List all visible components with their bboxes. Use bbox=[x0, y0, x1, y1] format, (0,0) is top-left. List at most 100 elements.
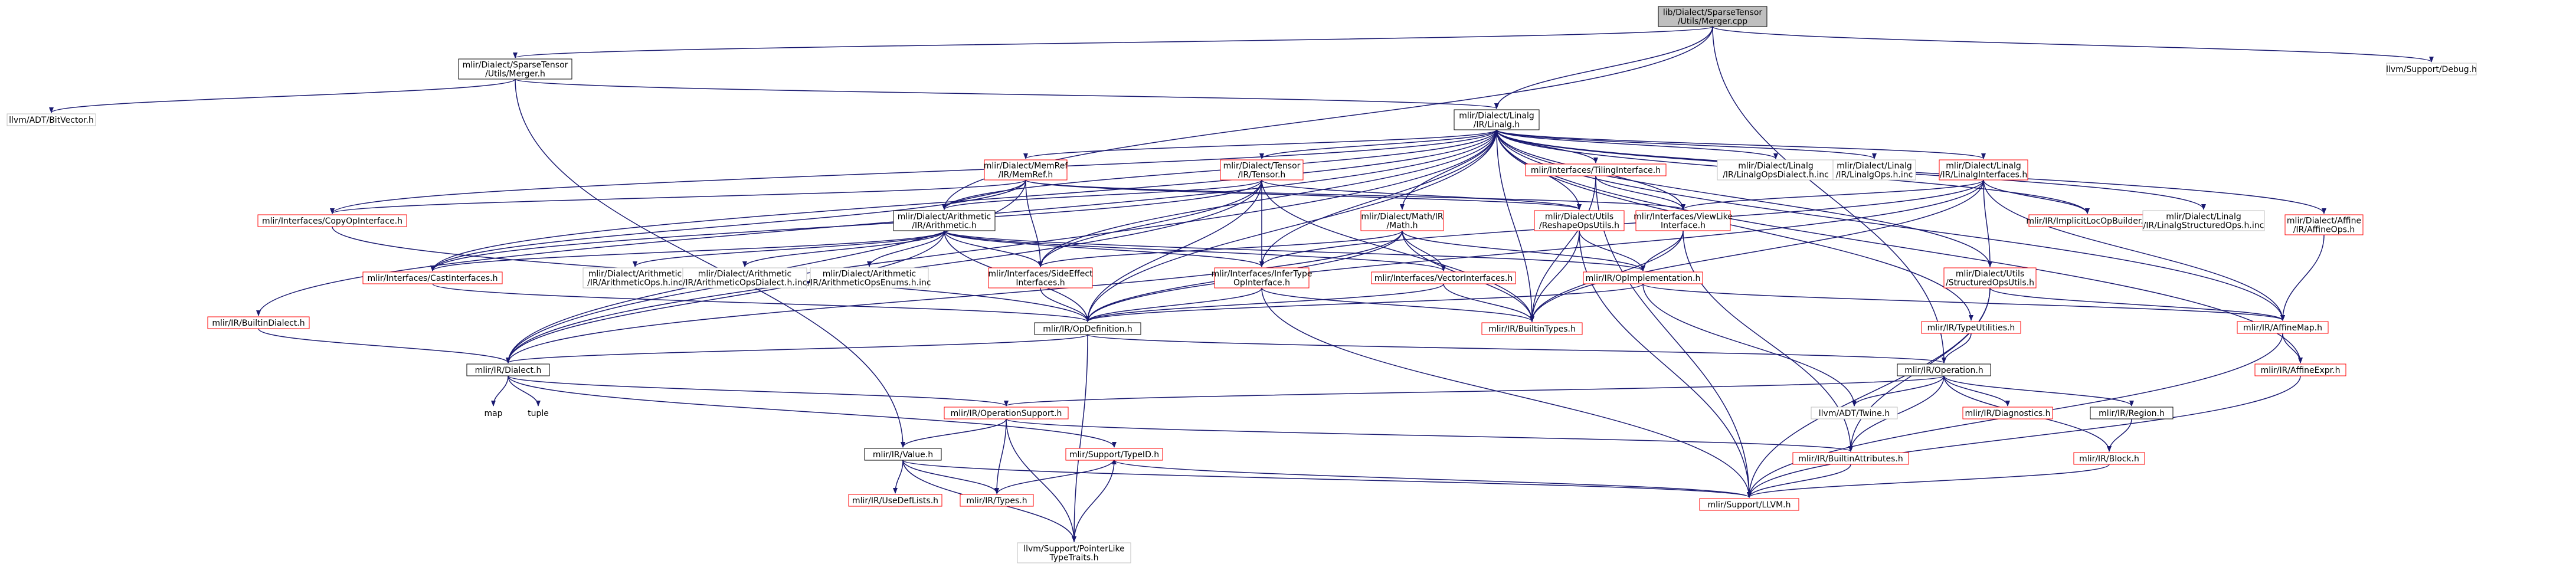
node-mathir[interactable]: mlir/Dialect/Math/IR/Math.h bbox=[1360, 210, 1444, 231]
node-copyop[interactable]: mlir/Interfaces/CopyOpInterface.h bbox=[257, 214, 407, 227]
edge-typeutils-to-operation_h bbox=[1942, 333, 1972, 363]
edge-linalginterfaces-to-structuredutils bbox=[1983, 179, 1992, 267]
edge-value_h-to-supportllvm bbox=[902, 460, 1752, 498]
node-label: mlir/Dialect/Linalg bbox=[1837, 162, 1911, 171]
edge-memref_h-to-viewlike bbox=[1025, 179, 1685, 210]
edge-linalg_h-to-copyop bbox=[330, 129, 1497, 214]
edge-typeid-to-pointerlike bbox=[1072, 460, 1115, 542]
node-box bbox=[960, 494, 1034, 507]
node-operation_h[interactable]: mlir/IR/Operation.h bbox=[1897, 363, 1991, 376]
node-builtintypes[interactable]: mlir/IR/BuiltinTypes.h bbox=[1481, 322, 1583, 335]
node-label: mlir/Interfaces/SideEffect bbox=[988, 270, 1093, 279]
edge-dialect_h-to-opsupport bbox=[508, 375, 1009, 407]
edge-linalg_h-to-linalgops_inc bbox=[1496, 129, 1877, 159]
edge-affinemap-to-affineexpr bbox=[2282, 333, 2303, 363]
edge-dialect_h-to-map bbox=[491, 375, 509, 407]
node-memref_h[interactable]: mlir/Dialect/MemRef/IR/MemRef.h bbox=[984, 159, 1069, 181]
node-reshapeutils[interactable]: mlir/Dialect/Utils/ReshapeOpsUtils.h bbox=[1534, 210, 1625, 231]
edge-operation_h-to-diagnostics bbox=[1943, 375, 2010, 407]
node-typeutils[interactable]: mlir/IR/TypeUtilities.h bbox=[1921, 321, 2021, 334]
node-label: llvm/ADT/BitVector.h bbox=[9, 116, 94, 125]
edge-mathir-to-vectorif bbox=[1402, 230, 1446, 271]
edge-value_h-to-types_h bbox=[902, 460, 999, 494]
node-types_h[interactable]: mlir/IR/Types.h bbox=[960, 494, 1034, 507]
node-label: /IR/LinalgStructuredOps.h.inc bbox=[2143, 221, 2264, 231]
node-box bbox=[1481, 322, 1583, 335]
node-affineexpr[interactable]: mlir/IR/AffineExpr.h bbox=[2254, 363, 2346, 376]
node-region[interactable]: mlir/IR/Region.h bbox=[2090, 407, 2174, 419]
node-box bbox=[864, 448, 942, 461]
edge-tiling_h-to-supportllvm bbox=[1595, 175, 1752, 498]
node-diagnostics[interactable]: mlir/IR/Diagnostics.h bbox=[1962, 407, 2053, 419]
edge-tensor_h-to-sideeffect bbox=[1038, 179, 1262, 267]
edge-arith_h-to-dialect_h bbox=[506, 230, 945, 363]
edge-arith_h-to-arithopsdialect_inc bbox=[742, 230, 945, 267]
edge-opdef-to-pointerlike bbox=[1072, 334, 1088, 542]
node-structuredutils[interactable]: mlir/Dialect/Utils/StructuredOpsUtils.h bbox=[1943, 267, 2037, 289]
edge-linalginterfaces-to-affinemap bbox=[1983, 179, 2285, 321]
edge-tiling_h-to-viewlike bbox=[1595, 175, 1685, 210]
edge-arith_h-to-vectorif bbox=[944, 230, 1446, 271]
edge-opimpl-to-affinemap bbox=[1642, 283, 2285, 321]
node-vectorif[interactable]: mlir/Interfaces/VectorInterfaces.h bbox=[1371, 271, 1516, 284]
node-label: mlir/IR/AffineExpr.h bbox=[2261, 366, 2341, 375]
node-label: mlir/Dialect/Arithmetic bbox=[698, 270, 791, 279]
node-castif[interactable]: mlir/Interfaces/CastInterfaces.h bbox=[362, 271, 503, 284]
node-dialect_h[interactable]: mlir/IR/Dialect.h bbox=[466, 363, 550, 376]
node-box bbox=[2386, 63, 2477, 76]
node-box bbox=[1811, 407, 1898, 419]
node-box bbox=[682, 267, 807, 289]
node-arith_h[interactable]: mlir/Dialect/Arithmetic/IR/Arithmetic.h bbox=[893, 210, 996, 231]
edge-vectorif-to-opdef bbox=[1085, 283, 1444, 322]
node-affineops[interactable]: mlir/Dialect/Affine/IR/AffineOps.h bbox=[2284, 214, 2364, 235]
node-linalgops_inc: mlir/Dialect/Linalg/IR/LinalgOps.h.inc bbox=[1832, 159, 1916, 181]
node-value_h[interactable]: mlir/IR/Value.h bbox=[864, 448, 942, 461]
node-label: tuple bbox=[528, 409, 549, 418]
node-box bbox=[458, 58, 572, 80]
node-label: mlir/IR/OpImplementation.h bbox=[1586, 274, 1701, 283]
node-supportllvm[interactable]: mlir/Support/LLVM.h bbox=[1699, 498, 1799, 511]
node-affinemap[interactable]: mlir/IR/AffineMap.h bbox=[2237, 321, 2329, 334]
edge-linalg_h-to-opdef bbox=[1085, 129, 1497, 322]
node-implicitloc[interactable]: mlir/IR/ImplicitLocOpBuilder.h bbox=[2026, 214, 2149, 227]
node-arithenums_inc: mlir/Dialect/Arithmetic/IR/ArithmeticOps… bbox=[807, 267, 931, 289]
edge-viewlike-to-opimpl bbox=[1641, 230, 1684, 271]
node-typeid[interactable]: mlir/Support/TypeID.h bbox=[1065, 448, 1163, 461]
node-label: /IR/LinalgOps.h.inc bbox=[1836, 171, 1913, 180]
node-box bbox=[1017, 542, 1131, 563]
node-box bbox=[1371, 271, 1516, 284]
node-merger_h[interactable]: mlir/Dialect/SparseTensor/Utils/Merger.h bbox=[458, 58, 572, 80]
node-linalginterfaces[interactable]: mlir/Dialect/Linalg/IR/LinalgInterfaces.… bbox=[1939, 159, 2028, 181]
node-opdef[interactable]: mlir/IR/OpDefinition.h bbox=[1034, 322, 1141, 335]
node-linalg_h[interactable]: mlir/Dialect/Linalg/IR/Linalg.h bbox=[1454, 109, 1540, 130]
node-tensor_h[interactable]: mlir/Dialect/Tensor/IR/Tensor.h bbox=[1220, 159, 1304, 181]
edge-opdef-to-dialect_h bbox=[506, 334, 1088, 363]
edge-linalg_h-to-memref_h bbox=[1023, 129, 1497, 159]
node-label: mlir/Interfaces/TilingInterface.h bbox=[1531, 166, 1661, 175]
node-label: mlir/IR/TypeUtilities.h bbox=[1927, 323, 2015, 333]
node-arithops_inc: mlir/Dialect/Arithmetic/IR/ArithmeticOps… bbox=[582, 267, 688, 289]
graph-nodes: lib/Dialect/SparseTensor/Utils/Merger.cp… bbox=[6, 6, 2477, 563]
node-builtindialect[interactable]: mlir/IR/BuiltinDialect.h bbox=[207, 316, 310, 329]
node-block[interactable]: mlir/IR/Block.h bbox=[2073, 452, 2145, 465]
edge-typeid-to-supportllvm bbox=[1114, 460, 1752, 498]
node-box bbox=[1939, 159, 2028, 181]
edge-operation_h-to-region bbox=[1943, 375, 2134, 407]
node-tiling_h[interactable]: mlir/Interfaces/TilingInterface.h bbox=[1525, 163, 1667, 176]
node-label: /Utils/Merger.cpp bbox=[1678, 17, 1747, 27]
node-opsupport[interactable]: mlir/IR/OperationSupport.h bbox=[944, 407, 1069, 419]
edge-linalginterfaces-to-implicitloc bbox=[1983, 179, 2090, 214]
node-builtinattrs[interactable]: mlir/IR/BuiltinAttributes.h bbox=[1792, 452, 1909, 465]
node-box bbox=[207, 316, 310, 329]
node-opimpl[interactable]: mlir/IR/OpImplementation.h bbox=[1583, 271, 1703, 284]
node-usedeflists[interactable]: mlir/IR/UseDefLists.h bbox=[848, 494, 942, 507]
edge-linalg_h-to-typeutils bbox=[1496, 129, 1973, 321]
edge-opimpl-to-opdef bbox=[1085, 283, 1644, 322]
node-root[interactable]: lib/Dialect/SparseTensor/Utils/Merger.cp… bbox=[1658, 6, 1767, 27]
node-label: mlir/IR/Diagnostics.h bbox=[1965, 409, 2050, 418]
node-label: mlir/Dialect/Utils bbox=[1956, 270, 2024, 279]
node-label: mlir/IR/Value.h bbox=[873, 450, 933, 460]
